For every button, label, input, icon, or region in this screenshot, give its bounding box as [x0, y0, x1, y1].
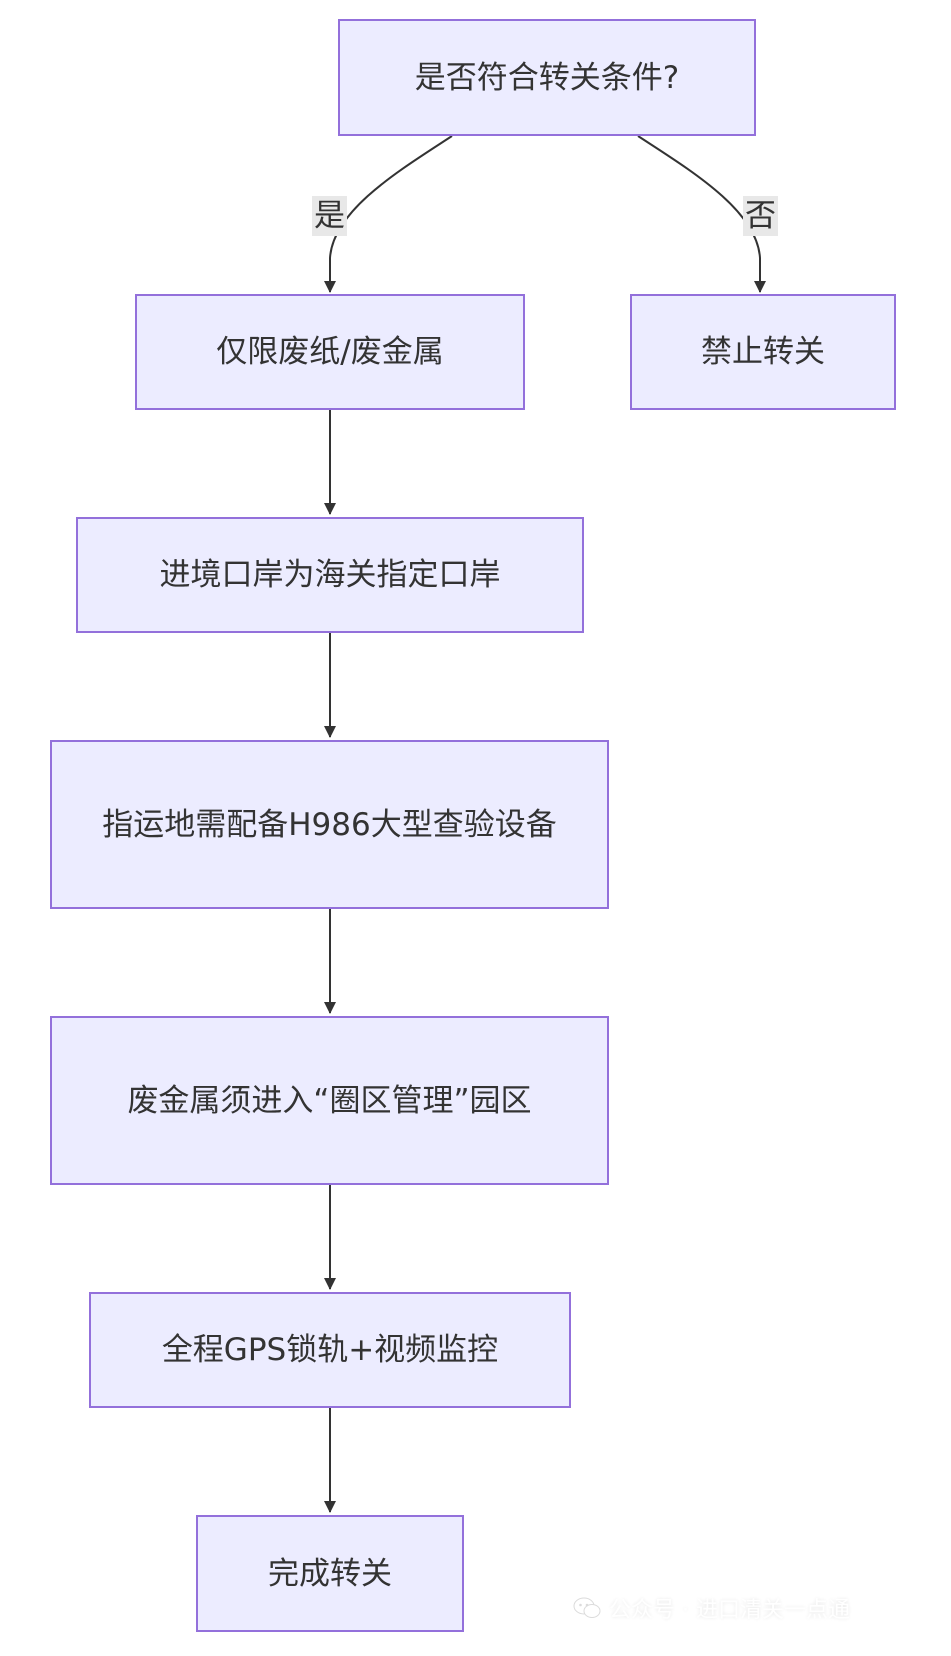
watermark: 公众号 · 进口清关一点通	[573, 1586, 903, 1630]
zone-node: 废金属须进入“圈区管理”园区	[50, 1016, 609, 1185]
decision-node: 是否符合转关条件?	[338, 19, 756, 136]
done-node: 完成转关	[196, 1515, 464, 1632]
edge-label-yes: 是	[312, 196, 347, 236]
scrap-node-label: 仅限废纸/废金属	[216, 334, 444, 370]
forbid-node-label: 禁止转关	[701, 334, 825, 370]
zone-node-label: 废金属须进入“圈区管理”园区	[127, 1082, 532, 1119]
watermark-text: 公众号 · 进口清关一点通	[609, 1598, 850, 1623]
scrap-node: 仅限废纸/废金属	[135, 294, 525, 410]
equipment-node-label: 指运地需配备H986大型查验设备	[102, 806, 557, 843]
port-node-label: 进境口岸为海关指定口岸	[159, 557, 501, 593]
forbid-node: 禁止转关	[630, 294, 896, 410]
decision-node-label: 是否符合转关条件?	[414, 59, 680, 96]
port-node: 进境口岸为海关指定口岸	[76, 517, 584, 633]
edge-label-no: 否	[743, 196, 778, 236]
equipment-node: 指运地需配备H986大型查验设备	[50, 740, 609, 909]
gps-node: 全程GPS锁轨+视频监控	[89, 1292, 571, 1408]
edge-decision-to-forbid	[637, 135, 766, 293]
wechat-icon	[573, 1597, 601, 1618]
edge-decision-to-scrap	[324, 135, 453, 293]
done-node-label: 完成转关	[268, 1555, 392, 1592]
gps-node-label: 全程GPS锁轨+视频监控	[161, 1332, 499, 1368]
